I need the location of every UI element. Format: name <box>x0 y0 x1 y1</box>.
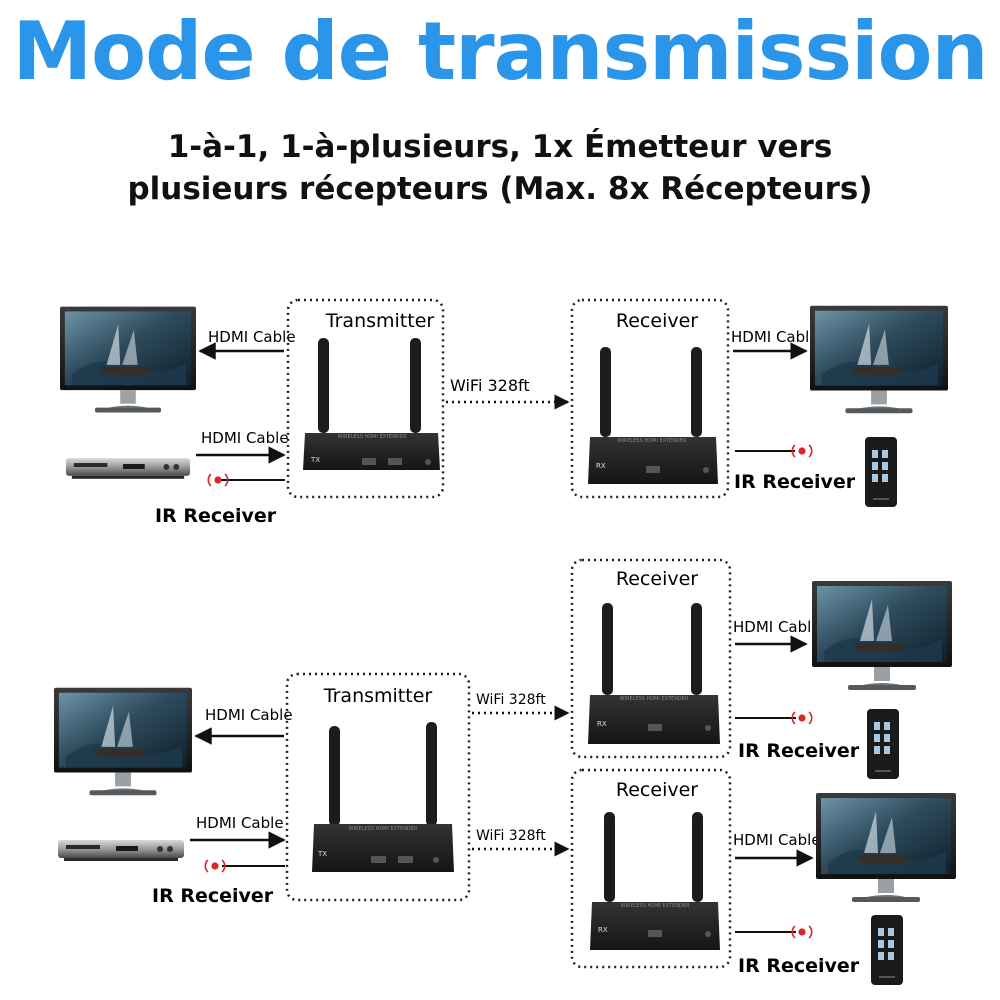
label-ir-receiver-tx: IR Receiver <box>152 885 274 907</box>
ir-sensor-icon <box>791 444 813 458</box>
svg-text:TX: TX <box>310 456 320 464</box>
transmitter-device: WIRELESS HDMI EXTENDER TX <box>303 338 440 470</box>
subtitle-line-1: 1-à-1, 1-à-plusieurs, 1x Émetteur vers <box>167 129 833 165</box>
transmitter-frame <box>285 672 471 902</box>
label-wifi-1: WiFi 328ft <box>476 692 546 708</box>
label-hdmi-rx-1: HDMI Cable <box>733 618 821 636</box>
label-ir-receiver-rx-2: IR Receiver <box>738 955 860 977</box>
svg-text:RX: RX <box>598 926 608 934</box>
receiver-1-device: WIRELESS HDMI EXTENDER RX <box>588 603 720 744</box>
svg-text:WIRELESS HDMI EXTENDER: WIRELESS HDMI EXTENDER <box>621 903 690 909</box>
monitor-rx-1 <box>812 581 952 690</box>
dvd-player <box>58 840 184 861</box>
monitor-tx-side <box>60 306 196 413</box>
svg-text:RX: RX <box>596 462 606 470</box>
monitor-tx-side <box>54 687 192 796</box>
dvd-player <box>65 458 191 479</box>
receiver-device: WIRELESS HDMI EXTENDER RX <box>588 347 718 484</box>
remote-control-icon <box>871 915 903 985</box>
receiver-1-frame <box>570 558 732 759</box>
label-transmitter: Transmitter <box>323 685 433 707</box>
svg-text:WIRELESS HDMI EXTENDER: WIRELESS HDMI EXTENDER <box>338 434 407 440</box>
page-title: Mode de transmission <box>12 5 989 98</box>
label-hdmi-in: HDMI Cable <box>201 429 289 447</box>
receiver-frame <box>570 298 730 499</box>
label-transmitter: Transmitter <box>325 310 435 332</box>
label-wifi: WiFi 328ft <box>450 376 530 395</box>
label-hdmi-rx: HDMI Cable <box>731 328 819 346</box>
receiver-2-frame <box>570 768 732 969</box>
svg-text:TX: TX <box>317 850 327 858</box>
label-receiver-1: Receiver <box>616 568 698 590</box>
transmitter-device: WIRELESS HDMI EXTENDER TX <box>312 722 454 872</box>
monitor-rx-2 <box>816 793 956 902</box>
svg-text:WIRELESS HDMI EXTENDER: WIRELESS HDMI EXTENDER <box>620 696 689 702</box>
label-wifi-2: WiFi 328ft <box>476 828 546 844</box>
remote-control-icon <box>867 709 899 779</box>
monitor-rx-side <box>810 305 948 414</box>
remote-control-icon <box>865 437 897 507</box>
label-receiver: Receiver <box>616 310 698 332</box>
diagram-one-to-one: HDMI Cable HDMI Cable IR Receiver Transm… <box>60 298 948 527</box>
subtitle-line-2: plusieurs récepteurs (Max. 8x Récepteurs… <box>127 171 873 207</box>
label-hdmi-out: HDMI Cable <box>205 706 293 724</box>
page-subtitle: 1-à-1, 1-à-plusieurs, 1x Émetteur vers p… <box>0 126 1000 210</box>
label-hdmi-in: HDMI Cable <box>196 814 284 832</box>
diagram-one-to-many: HDMI Cable HDMI Cable IR Receiver Transm… <box>54 558 956 985</box>
svg-text:RX: RX <box>597 720 607 728</box>
label-ir-receiver-rx: IR Receiver <box>734 471 856 493</box>
label-hdmi-out: HDMI Cable <box>208 328 296 346</box>
receiver-2-device: WIRELESS HDMI EXTENDER RX <box>590 812 720 950</box>
label-ir-receiver-rx-1: IR Receiver <box>738 740 860 762</box>
svg-text:WIRELESS HDMI EXTENDER: WIRELESS HDMI EXTENDER <box>618 438 687 444</box>
label-receiver-2: Receiver <box>616 779 698 801</box>
transmitter-frame <box>286 298 445 499</box>
ir-sensor-icon <box>204 859 226 873</box>
label-hdmi-rx-2: HDMI Cable <box>733 831 821 849</box>
label-ir-receiver-tx: IR Receiver <box>155 505 277 527</box>
svg-text:WIRELESS HDMI EXTENDER: WIRELESS HDMI EXTENDER <box>349 826 418 832</box>
